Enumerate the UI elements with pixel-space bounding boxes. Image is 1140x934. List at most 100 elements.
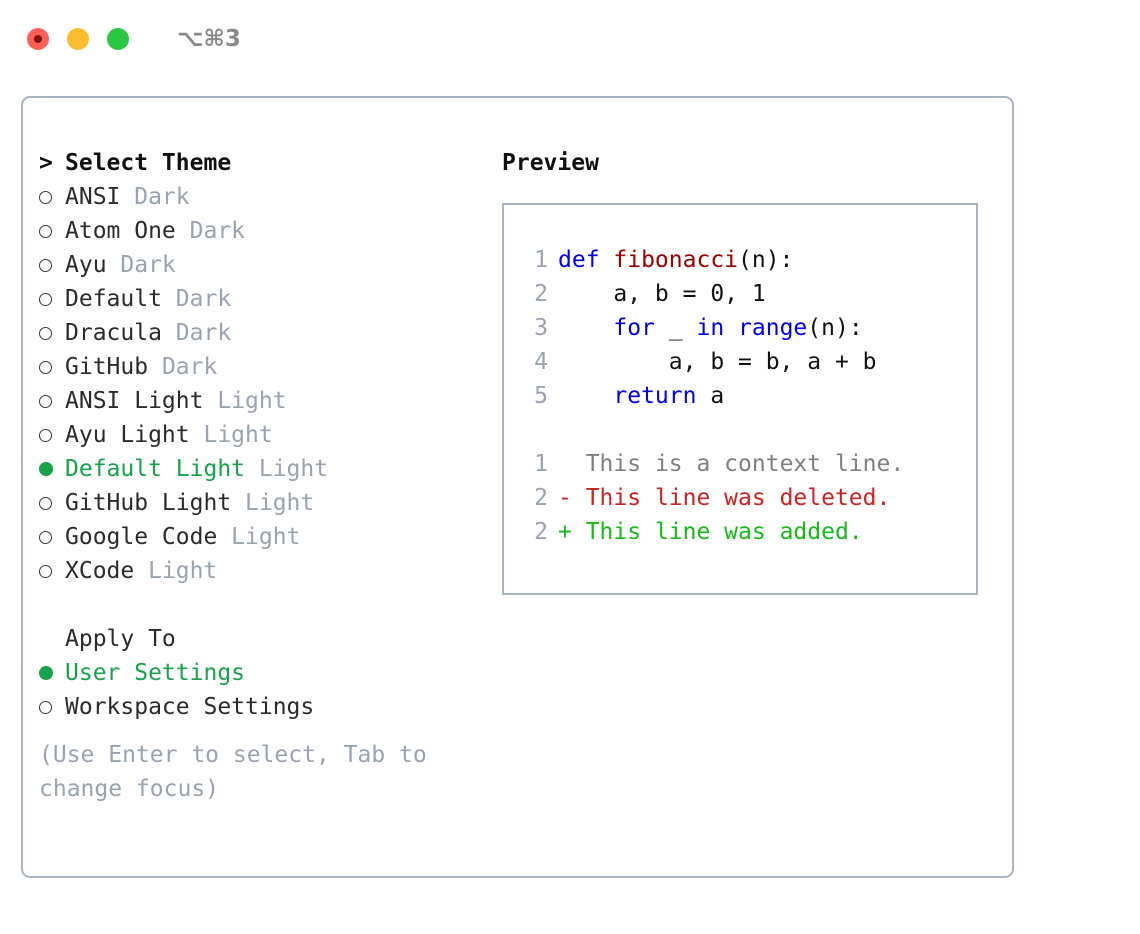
theme-list-header-label: Select Theme [65,150,232,176]
diff-sample: 1 This is a context line.2- This line wa… [504,451,976,553]
window-controls [27,28,129,50]
line-number: 2 [534,485,548,511]
radio-unselected-icon [39,690,65,724]
radio-selected-icon [39,656,65,690]
radio-unselected-icon [39,350,65,384]
apply-to-option-label: User Settings [65,660,246,686]
theme-option-label: Google Code [65,523,218,550]
code-diff-gap [504,417,976,451]
code-token: a [696,383,725,409]
code-token: a, b = b, a + b [558,349,877,375]
theme-option-label: XCode [65,557,135,584]
diff-line: 1 This is a context line. [504,451,976,485]
line-number: 1 [534,451,548,477]
radio-unselected-icon [39,282,65,316]
theme-option-atom-one[interactable]: Atom One Dark [39,214,489,248]
line-number: 4 [534,349,548,375]
code-token: range [738,315,808,341]
theme-option-suffix: Light [203,387,287,414]
theme-option-default[interactable]: Default Dark [39,282,489,316]
theme-option-label: Dracula [65,319,162,346]
theme-option-label: GitHub [65,353,149,380]
theme-option-label: Ayu [65,251,107,278]
diff-sign: - [558,485,572,511]
maximize-window-button[interactable] [107,28,129,50]
theme-option-ansi-light[interactable]: ANSI Light Light [39,384,489,418]
code-token: for [613,315,655,341]
list-spacer [39,588,489,622]
diff-text: This is a context line. [571,451,905,477]
diff-sign: + [558,519,572,545]
close-window-button[interactable] [27,28,49,50]
code-line: 4 a, b = b, a + b [504,349,976,383]
code-line: 5 return a [504,383,976,417]
window-titlebar: ⌥⌘3 [0,0,1140,78]
theme-option-suffix: Dark [175,217,246,244]
theme-option-label: Default [65,285,162,312]
diff-text: This line was added. [571,519,863,545]
theme-option-label: Default Light [65,456,246,482]
radio-glyph [39,326,52,340]
radio-unselected-icon [39,180,65,214]
theme-option-suffix: Dark [161,319,232,346]
apply-to-header: Apply To [39,622,489,656]
apply-to-option-label: Workspace Settings [65,693,315,720]
apply-to-header-label: Apply To [65,626,176,652]
code-token [558,315,613,341]
radio-glyph [39,496,52,510]
theme-option-dracula[interactable]: Dracula Dark [39,316,489,350]
apply-to-option-user-settings[interactable]: User Settings [39,656,489,690]
theme-option-github[interactable]: GitHub Dark [39,350,489,384]
theme-option-label: ANSI Light [65,387,204,414]
code-token: return [613,383,697,409]
radio-glyph [39,564,52,578]
minimize-window-button[interactable] [67,28,89,50]
theme-option-github-light[interactable]: GitHub Light Light [39,486,489,520]
line-number: 2 [534,519,548,545]
theme-option-suffix: Light [231,489,315,516]
line-number: 2 [534,281,548,307]
radio-glyph [39,394,52,408]
keyboard-hint-text: (Use Enter to select, Tab to change focu… [39,742,427,802]
radio-unselected-icon [39,384,65,418]
radio-unselected-icon [39,214,65,248]
code-token: in [696,315,725,341]
theme-option-google-code[interactable]: Google Code Light [39,520,489,554]
theme-option-ansi[interactable]: ANSI Dark [39,180,489,214]
theme-option-ayu[interactable]: Ayu Dark [39,248,489,282]
theme-option-suffix: Dark [161,285,232,312]
diff-sign [558,451,572,477]
radio-unselected-icon [39,520,65,554]
code-token: _ [654,315,697,341]
theme-option-suffix: Dark [120,183,190,210]
keyboard-shortcut-label: ⌥⌘3 [177,26,241,52]
apply-to-option-workspace-settings[interactable]: Workspace Settings [39,690,489,724]
theme-option-suffix: Dark [148,353,218,380]
theme-option-label: Ayu Light [65,421,190,448]
theme-option-xcode[interactable]: XCode Light [39,554,489,588]
radio-unselected-icon [39,554,65,588]
code-token [724,315,738,341]
theme-option-suffix: Light [134,557,218,584]
line-number: 3 [534,315,548,341]
radio-unselected-icon [39,418,65,452]
theme-option-suffix: Light [245,456,329,482]
preview-title: Preview [502,150,599,176]
theme-option-ayu-light[interactable]: Ayu Light Light [39,418,489,452]
radio-glyph [39,190,52,204]
theme-option-default-light[interactable]: Default Light Light [39,452,489,486]
code-token: (n): [807,315,863,341]
apply-to-indent-spacer [39,622,65,656]
theme-option-suffix: Light [217,523,301,550]
diff-line: 2- This line was deleted. [504,485,976,519]
radio-glyph [39,224,52,238]
code-token [558,383,613,409]
theme-option-label: GitHub Light [65,489,232,516]
